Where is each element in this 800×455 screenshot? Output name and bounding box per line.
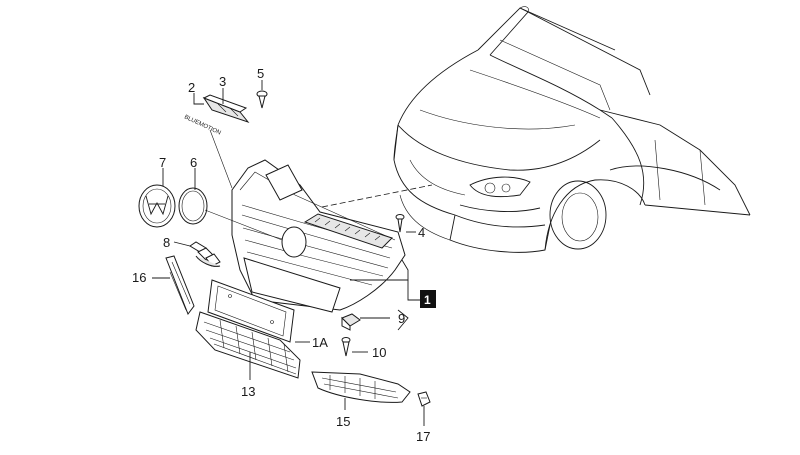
callout-numbers: 2 3 5 7 6 8 16 4 9 10 1A 13 15 17 xyxy=(132,66,430,444)
clip-nut-9 xyxy=(341,313,361,331)
callout-1: 1 xyxy=(424,293,431,307)
bluemotion-label: BLUEMOTION xyxy=(183,114,221,136)
radiator-grille xyxy=(231,159,406,313)
lower-grille xyxy=(195,311,301,379)
license-plate-holder xyxy=(207,279,295,343)
callout-17: 17 xyxy=(416,429,430,444)
clips-8 xyxy=(189,241,221,267)
callout-3: 3 xyxy=(219,74,226,89)
callout-4: 4 xyxy=(418,225,425,240)
callout-1-badge: 1 xyxy=(420,290,436,308)
callout-8: 8 xyxy=(163,235,170,250)
left-trim-strip xyxy=(165,255,195,316)
callout-5: 5 xyxy=(257,66,264,81)
screw-5 xyxy=(256,90,268,109)
emblem-ring xyxy=(178,187,208,225)
emblem-leader xyxy=(204,209,283,241)
bolt-10 xyxy=(341,337,351,357)
callout-9: 9 xyxy=(398,311,405,326)
callout-leaders xyxy=(152,80,425,426)
fog-lamp-grille xyxy=(311,371,411,403)
screw-4 xyxy=(395,214,405,233)
car-front-illustration xyxy=(393,6,751,253)
callout-1a: 1A xyxy=(312,335,328,350)
vw-emblem xyxy=(138,184,176,228)
callout-13: 13 xyxy=(241,384,255,399)
callout-7: 7 xyxy=(159,155,166,170)
reference-line xyxy=(321,184,433,208)
callout-16: 16 xyxy=(132,270,146,285)
callout-6: 6 xyxy=(190,155,197,170)
screw-17 xyxy=(417,391,431,407)
callout-10: 10 xyxy=(372,345,386,360)
callout-2: 2 xyxy=(188,80,195,95)
callout-15: 15 xyxy=(336,414,350,429)
emblem-bracket: BLUEMOTION xyxy=(183,94,250,189)
